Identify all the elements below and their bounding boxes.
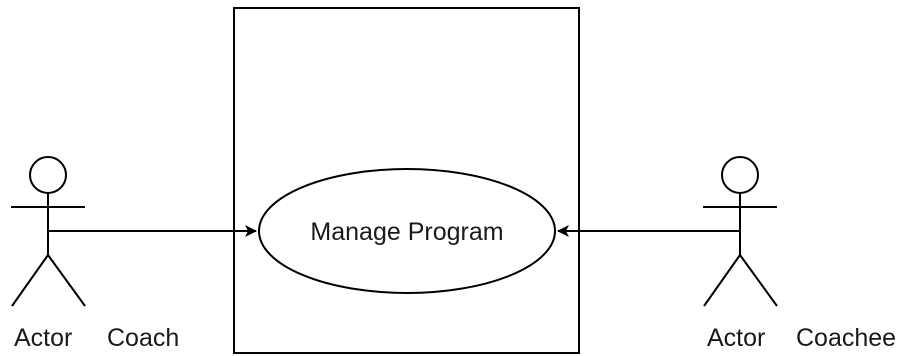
use-case-ellipse[interactable]: [258, 168, 556, 294]
actor-coachee-name: Coachee: [796, 324, 896, 352]
actor-coach-name: Coach: [107, 324, 179, 352]
actor-left-leg: [703, 254, 741, 307]
actor-coach[interactable]: Actor Coach: [11, 156, 179, 352]
actor-right-leg: [739, 254, 778, 307]
actor-left-leg: [11, 254, 49, 307]
actor-right-leg: [47, 254, 86, 307]
actor-head-icon: [721, 156, 759, 194]
use-case-manage-program[interactable]: Manage Program: [258, 168, 556, 294]
actor-head-icon: [29, 156, 67, 194]
actor-coachee-label: Actor: [707, 324, 765, 352]
use-case-label: Manage Program: [310, 218, 503, 246]
system-boundary[interactable]: [233, 7, 580, 354]
actor-coachee[interactable]: Actor Coachee: [703, 156, 896, 352]
actor-coach-label: Actor: [14, 324, 72, 352]
